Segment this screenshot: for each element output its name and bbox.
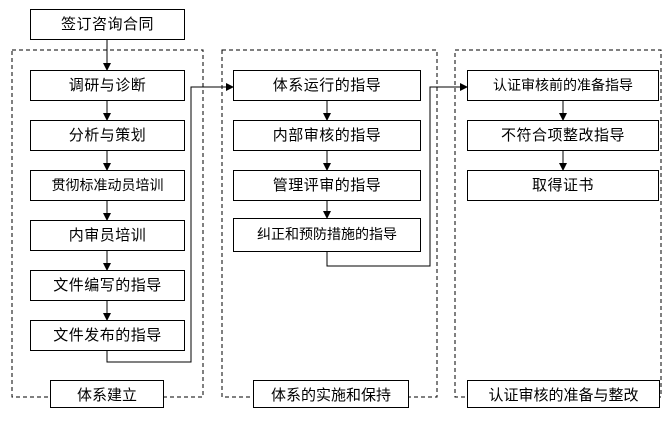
connector-phase2-to-phase3 (326, 83, 468, 267)
phase-frame-certify (454, 49, 662, 398)
contract-title-box: 签订咨询合同 (30, 9, 185, 40)
phase-label-certify: 认证审核的准备与整改 (467, 380, 660, 408)
step-management-review: 管理评审的指导 (233, 170, 421, 201)
step-document-writing: 文件编写的指导 (30, 270, 185, 301)
step-obtain-certificate: 取得证书 (467, 170, 659, 201)
step-pre-certification: 认证审核前的准备指导 (467, 70, 659, 101)
phase-label-implement: 体系的实施和保持 (253, 380, 409, 408)
step-standard-training: 贯彻标准动员培训 (30, 170, 185, 201)
step-corrective-preventive: 纠正和预防措施的指导 (233, 218, 421, 252)
step-internal-audit: 内部审核的指导 (233, 120, 421, 151)
step-survey-diagnosis: 调研与诊断 (30, 70, 185, 101)
step-nonconformity-correction: 不符合项整改指导 (467, 120, 659, 151)
step-internal-auditor-training: 内审员培训 (30, 220, 185, 251)
step-document-release: 文件发布的指导 (30, 320, 185, 351)
phase-frame-implement (221, 49, 438, 398)
step-analysis-planning: 分析与策划 (30, 120, 185, 151)
connector-phase1-to-phase2 (106, 83, 234, 363)
phase-label-establish: 体系建立 (50, 380, 164, 408)
step-system-operation: 体系运行的指导 (233, 70, 421, 101)
